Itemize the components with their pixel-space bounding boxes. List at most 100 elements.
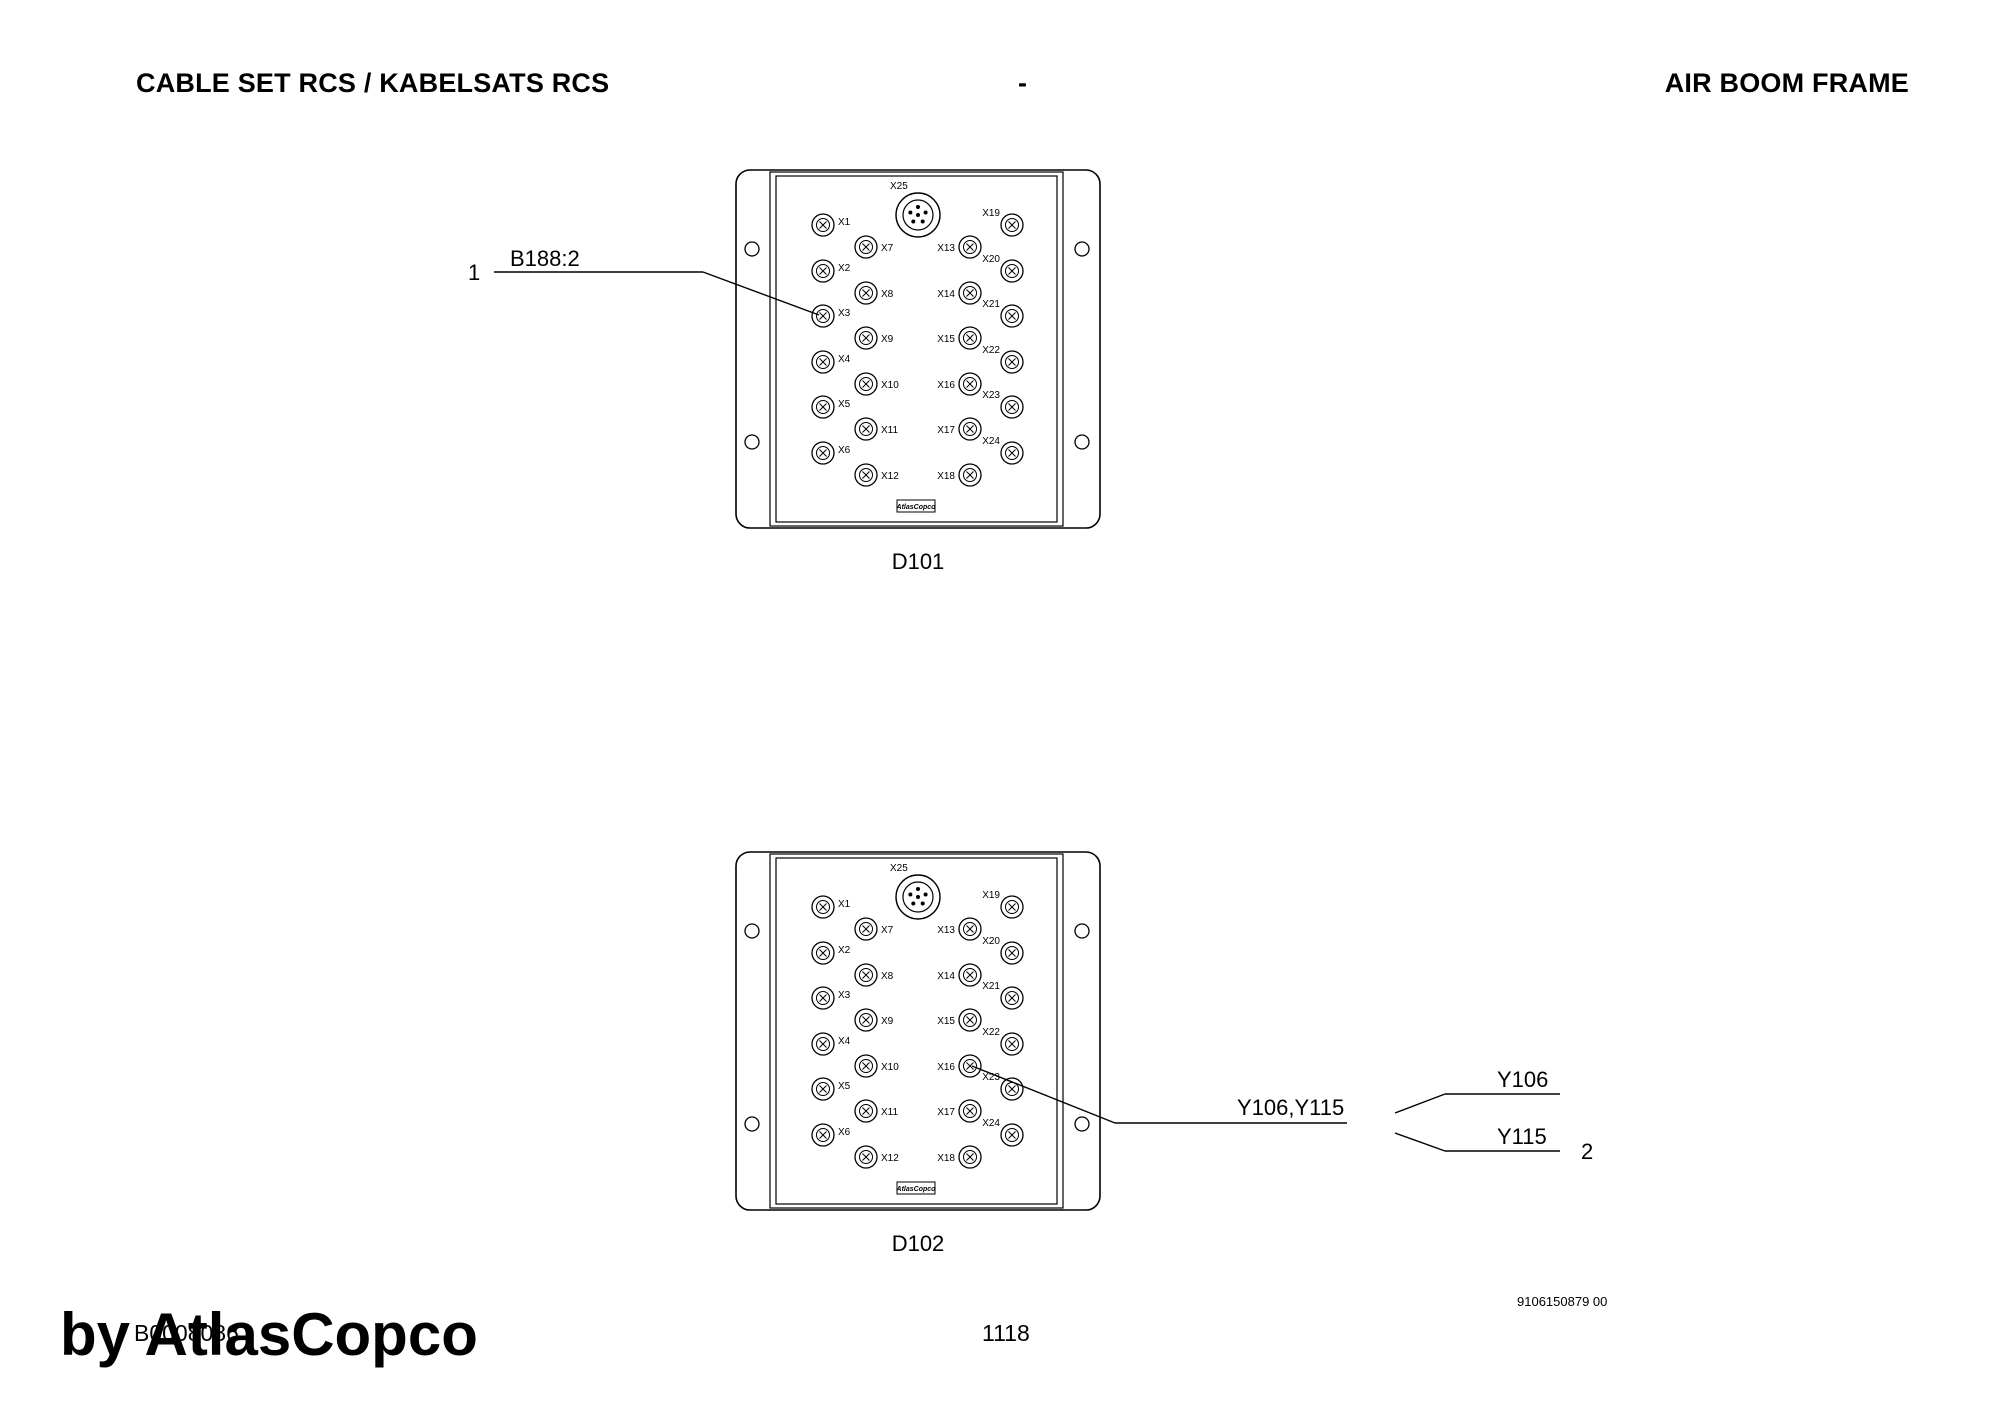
connector-port-icon <box>854 326 878 350</box>
connector-pin-icon <box>923 892 928 897</box>
connector-port-inner-icon <box>816 355 830 369</box>
module-name: D101 <box>892 549 945 574</box>
connector-label: X23 <box>982 390 1000 401</box>
connector-port-inner-icon <box>816 400 830 414</box>
connector-port-cross-icon <box>1008 1131 1016 1139</box>
connector-port-inner-icon <box>963 1104 977 1118</box>
mounting-hole-icon <box>744 241 760 257</box>
connector-port-icon <box>854 417 878 441</box>
connector-port-cross-icon <box>819 1040 827 1048</box>
x25-connector-inner-icon <box>902 199 934 231</box>
connector-label: X3 <box>838 990 851 1001</box>
connector-port-inner-icon <box>859 422 873 436</box>
callout-2-branch-down <box>1394 1132 1446 1152</box>
mounting-hole-icon <box>744 923 760 939</box>
connector-port-icon <box>958 235 982 259</box>
connector-port-inner-icon <box>1005 991 1019 1005</box>
connector-port-cross-icon <box>966 334 974 342</box>
connector-port-icon <box>1000 895 1024 919</box>
connector-port-cross-icon <box>862 471 870 479</box>
connector-port-cross-icon <box>1008 1040 1016 1048</box>
connector-port-inner-icon <box>963 968 977 982</box>
connector-label: X24 <box>982 436 1000 447</box>
module-housing <box>735 169 1101 529</box>
callout-2-branch-top-label: Y106 <box>1497 1067 1548 1092</box>
connector-label: X2 <box>838 945 851 956</box>
connector-label: X8 <box>881 289 894 300</box>
callout-1-label: B188:2 <box>510 246 580 271</box>
connector-label: X5 <box>838 1081 851 1092</box>
callout-2-number: 2 <box>1581 1139 1593 1164</box>
mounting-hole-icon <box>1074 241 1090 257</box>
connector-port-cross-icon <box>819 994 827 1002</box>
mounting-hole-icon <box>1074 434 1090 450</box>
connector-port-inner-icon <box>816 1082 830 1096</box>
connector-port-inner-icon <box>859 922 873 936</box>
connector-label: X15 <box>937 1016 955 1027</box>
connector-label: X14 <box>937 971 955 982</box>
connector-port-icon <box>1000 304 1024 328</box>
connector-label: X13 <box>937 243 955 254</box>
connector-port-icon <box>811 395 835 419</box>
connector-label: X4 <box>838 1036 851 1047</box>
connector-port-inner-icon <box>963 377 977 391</box>
connector-label: X1 <box>838 217 851 228</box>
connector-port-inner-icon <box>816 264 830 278</box>
connector-port-cross-icon <box>862 1062 870 1070</box>
connector-port-cross-icon <box>966 1107 974 1115</box>
module-name: D102 <box>892 1231 945 1256</box>
connector-port-inner-icon <box>1005 900 1019 914</box>
connector-label: X12 <box>881 1153 899 1164</box>
connector-pin-icon <box>923 210 928 215</box>
x25-connector-inner-icon <box>902 881 934 913</box>
connector-port-icon <box>811 1077 835 1101</box>
module-faceplate-outer <box>769 171 1064 527</box>
connector-port-cross-icon <box>862 243 870 251</box>
connector-pin-icon <box>911 901 916 906</box>
connector-port-inner-icon <box>1005 446 1019 460</box>
connector-port-cross-icon <box>862 380 870 388</box>
callout-1-number: 1 <box>468 260 480 285</box>
connector-label: X6 <box>838 1127 851 1138</box>
connector-label: X7 <box>881 925 894 936</box>
connector-port-cross-icon <box>862 1107 870 1115</box>
connector-port-icon <box>1000 441 1024 465</box>
connector-port-cross-icon <box>966 380 974 388</box>
connector-port-icon <box>958 1054 982 1078</box>
x25-connector-icon <box>895 192 941 238</box>
connector-pin-icon <box>920 901 925 906</box>
connector-port-inner-icon <box>816 900 830 914</box>
connector-port-inner-icon <box>859 331 873 345</box>
connector-port-cross-icon <box>1008 267 1016 275</box>
connector-port-cross-icon <box>819 312 827 320</box>
connector-port-cross-icon <box>966 425 974 433</box>
connector-label: X17 <box>937 425 955 436</box>
connector-port-icon <box>854 917 878 941</box>
module-faceplate <box>775 857 1058 1205</box>
connector-port-inner-icon <box>816 1037 830 1051</box>
connector-port-inner-icon <box>1005 355 1019 369</box>
connector-port-cross-icon <box>966 243 974 251</box>
connector-port-cross-icon <box>862 1153 870 1161</box>
connector-label: X21 <box>982 981 1000 992</box>
connector-port-icon <box>811 986 835 1010</box>
connector-port-inner-icon <box>1005 1128 1019 1142</box>
callout-2-pointer <box>971 1065 1116 1124</box>
connector-port-icon <box>1000 395 1024 419</box>
callout-1-pointer <box>702 271 820 316</box>
connector-port-inner-icon <box>859 377 873 391</box>
connector-port-inner-icon <box>859 968 873 982</box>
module-faceplate-outer <box>769 853 1064 1209</box>
connector-port-cross-icon <box>1008 221 1016 229</box>
connector-port-icon <box>854 1145 878 1169</box>
connector-label: X2 <box>838 263 851 274</box>
connector-label: X6 <box>838 445 851 456</box>
connector-label: X9 <box>881 334 894 345</box>
connector-port-icon <box>854 463 878 487</box>
connector-pin-icon <box>916 895 920 899</box>
x25-label: X25 <box>890 863 908 874</box>
reference-code: B0008086 <box>134 1320 239 1346</box>
connector-port-cross-icon <box>819 221 827 229</box>
connector-port-cross-icon <box>1008 949 1016 957</box>
